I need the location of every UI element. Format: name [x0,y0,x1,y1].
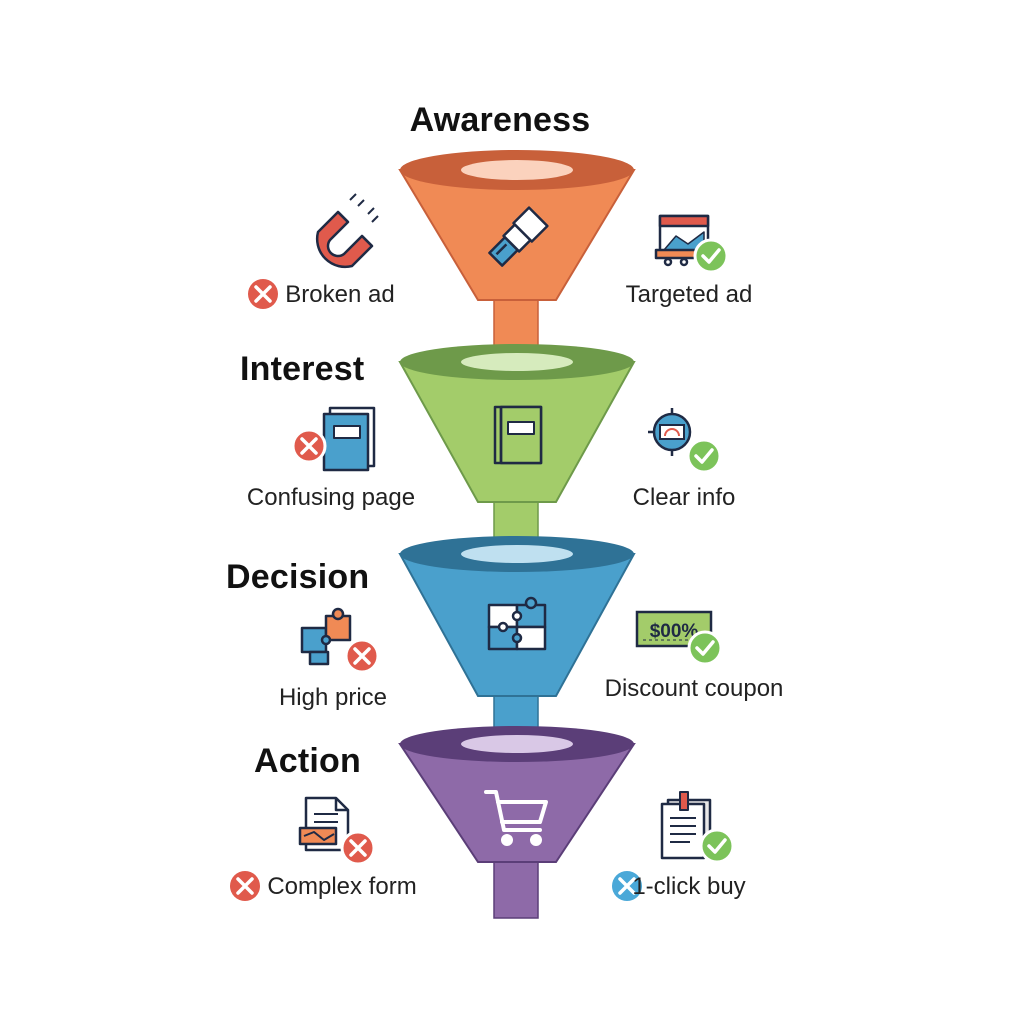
label-clear-info: Clear info [632,484,736,511]
stage-title-interest: Interest [240,350,365,388]
check-mark-discount-coupon [687,630,723,666]
label-complex-form: Complex form [267,873,417,900]
label-1-click-buy: 1-click buy [632,873,746,900]
clipboard-icon [660,791,712,860]
shopping-cart-icon [484,790,548,846]
x-mark-confusing-page [291,428,327,464]
stage-title-decision: Decision [226,558,370,596]
funnel-action [398,726,636,919]
telescope-icon [488,206,549,267]
funnel-interest [398,344,636,543]
puzzle-pieces-icon [300,607,352,666]
label-targeted-ad: Targeted ad [625,281,753,308]
book-icon [493,405,543,465]
folder-icon [322,406,376,472]
check-mark-clear-info [686,438,722,474]
billboard-icon [654,214,714,267]
coupon-text: $00% [650,621,699,642]
funnel-decision [398,536,636,731]
label-discount-coupon: Discount coupon [604,675,784,702]
label-broken-ad: Broken ad [285,281,395,308]
x-mark-high-price [344,638,380,674]
form-document-icon [298,796,350,852]
check-mark-targeted-ad [693,238,729,274]
label-high-price: High price [278,684,388,711]
gauge-target-icon [648,408,692,456]
funnel-awareness [398,150,636,349]
x-mark-broken-ad [248,279,278,309]
stage-title-action: Action [254,742,361,780]
puzzle-icon [487,596,547,651]
check-mark-1-click-buy [699,828,735,864]
stage-title-awareness: Awareness [409,101,591,139]
x-mark-complex-form [340,830,376,866]
x-mark-complex-form-label [230,871,260,901]
label-confusing-page: Confusing page [246,484,416,511]
x-mark-1-click-buy-label [612,871,642,901]
magnet-icon [315,193,379,269]
